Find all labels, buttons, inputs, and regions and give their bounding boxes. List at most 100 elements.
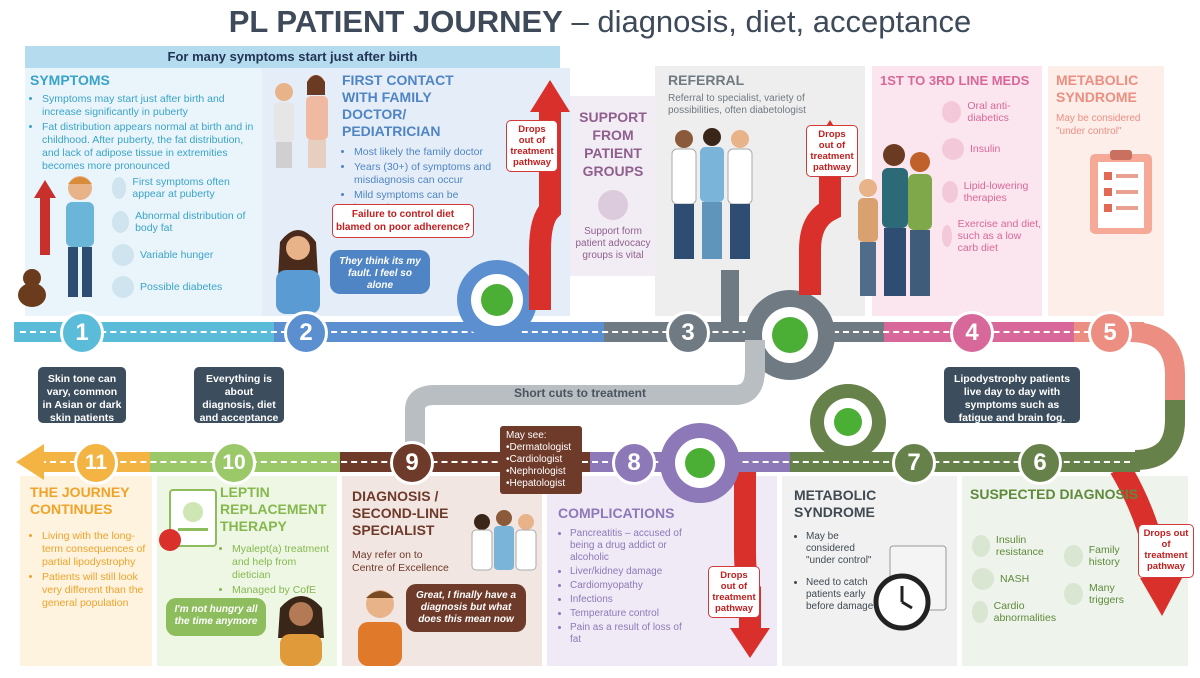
journey-content: THE JOURNEY CONTINUES Living with the lo… — [30, 484, 148, 612]
referral-content: REFERRAL Referral to specialist, variety… — [668, 72, 858, 117]
drops-label-4: Drops out of treatment pathway — [1138, 524, 1194, 578]
everything-note: Everything is about diagnosis, diet and … — [194, 367, 284, 424]
metabolic-bottom-bullet: May be considered "under control" — [806, 531, 884, 567]
roundabout-1 — [457, 260, 537, 340]
drops-label-2: Drops out of treatment pathway — [806, 125, 858, 177]
lipid-icon — [942, 181, 958, 203]
step-number-8: 8 — [612, 441, 656, 485]
doctors-illustration — [671, 128, 753, 259]
roundabout-2 — [745, 290, 835, 380]
man-illustration — [358, 590, 402, 666]
referral-heading: REFERRAL — [668, 72, 745, 88]
pills-icon — [942, 101, 962, 123]
clipboard-icon — [1090, 150, 1152, 234]
doctor-parent-illustration — [274, 75, 328, 168]
road-curve — [1129, 322, 1185, 470]
drop-arrow-1 — [529, 80, 570, 310]
meds-content: 1ST TO 3RD LINE MEDS — [880, 72, 1040, 89]
step-number-9: 9 — [390, 441, 434, 485]
symptoms-icons: First symptoms often appear at puberty A… — [112, 176, 252, 308]
step-number-7: 7 — [892, 441, 936, 485]
complication-item: Temperature control — [570, 608, 690, 620]
first-contact-heading: FIRST CONTACT WITH FAMILY DOCTOR/ PEDIAT… — [342, 72, 454, 139]
complication-item: Cardiomyopathy — [570, 580, 690, 592]
metabolic-bottom-heading: METABOLIC SYNDROME — [794, 487, 877, 520]
drops-label-3: Drops out of treatment pathway — [708, 566, 760, 618]
first-contact-bullet: Most likely the family doctor — [354, 146, 494, 159]
may-see-box: May see: •Dermatologist •Cardiologist •N… — [500, 426, 582, 494]
suspected-list-left: Insulin resistance NASH Cardio abnormali… — [972, 534, 1062, 634]
arrowhead-left — [16, 444, 44, 480]
support-text: Support form patient advocacy groups is … — [575, 226, 651, 261]
step-number-10: 10 — [212, 441, 256, 485]
heart-icon — [972, 601, 988, 623]
diagnosis-quote: Great, I finally have a diagnosis but wh… — [406, 584, 526, 632]
prescription-icon — [159, 489, 217, 551]
body-fat-icon — [112, 211, 130, 233]
leptin-bullet: Managed by CofE — [232, 584, 335, 597]
leptin-quote: I'm not hungry all the time anymore — [166, 598, 266, 636]
roundabout-3 — [660, 423, 740, 503]
road-dashes — [20, 331, 1130, 333]
clock-icon — [873, 545, 947, 631]
meds-heading: 1ST TO 3RD LINE MEDS — [880, 73, 1030, 88]
first-contact-bullet: Years (30+) of symptoms and misdiagnosis… — [354, 161, 494, 187]
diagnosis-text: May refer on to Centre of Excellence — [352, 549, 449, 574]
diagnosis-content: DIAGNOSIS / SECOND-LINE SPECIALIST May r… — [352, 488, 542, 575]
metabolic-bottom-content: METABOLIC SYNDROME May be considered "un… — [794, 487, 954, 615]
family-icon — [1064, 545, 1083, 567]
sad-woman-illustration — [276, 230, 320, 314]
exercise-icon — [942, 225, 952, 247]
complications-heading: COMPLICATIONS — [558, 505, 675, 521]
page-title: PL PATIENT JOURNEY – diagnosis, diet, ac… — [228, 4, 972, 39]
metabolic-top-content: METABOLIC SYNDROME May be considered "un… — [1056, 72, 1161, 138]
complications-content: COMPLICATIONS Pancreatitis – accused of … — [558, 505, 718, 648]
complication-item: Pancreatitis – accused of being a drug a… — [570, 528, 690, 564]
drops-label-1: Drops out of treatment pathway — [506, 120, 558, 172]
lipo-note: Lipodystrophy patients live day to day w… — [944, 367, 1080, 424]
step-number-4: 4 — [950, 311, 994, 355]
shortcut-road — [405, 270, 765, 455]
suspected-list-right: Family history Many triggers — [1064, 544, 1144, 616]
specialists-illustration — [471, 510, 537, 571]
support-content: SUPPORT FROM PATIENT GROUPS Support form… — [572, 108, 654, 262]
support-panel — [570, 96, 655, 276]
leptin-heading: LEPTIN REPLACEMENT THERAPY — [220, 484, 327, 534]
journey-bullet: Living with the long-term consequences o… — [42, 530, 148, 569]
metabolic-top-heading: METABOLIC SYNDROME — [1056, 72, 1139, 105]
adherence-warning: Failure to control diet blamed on poor a… — [332, 204, 474, 238]
journey-panel — [20, 476, 152, 666]
symptoms-content: SYMPTOMS Symptoms may start just after b… — [30, 72, 255, 175]
quote-bubble: They think its my fault. I feel so alone — [330, 250, 430, 294]
complication-item: Liver/kidney damage — [570, 566, 690, 578]
syringe-icon — [942, 138, 964, 160]
symptoms-heading: SYMPTOMS — [30, 72, 110, 88]
suspected-content: SUSPECTED DIAGNOSIS — [970, 486, 1180, 503]
family-illustration — [858, 144, 932, 296]
journey-bullet: Patients will still look very different … — [42, 571, 148, 610]
liver-icon — [972, 568, 994, 590]
support-heading: SUPPORT FROM PATIENT GROUPS — [579, 109, 647, 179]
diabetes-icon — [112, 276, 134, 298]
metabolic-top-text: May be considered "under control" — [1056, 113, 1141, 137]
step-number-1: 1 — [60, 311, 104, 355]
insulin-resistance-icon — [972, 535, 990, 557]
stomach-icon — [112, 244, 134, 266]
symptoms-bullet: Symptoms may start just after birth and … — [42, 93, 255, 119]
handshake-icon — [598, 190, 628, 220]
first-contact-content: FIRST CONTACT WITH FAMILY DOCTOR/ PEDIAT… — [342, 72, 562, 217]
skin-note: Skin tone can vary, common in Asian or d… — [38, 367, 126, 424]
leptin-bullet: Myalept(a) treatment and help from dieti… — [232, 543, 335, 582]
roundabout-4 — [810, 384, 886, 460]
step-number-3: 3 — [666, 311, 710, 355]
road-dashes-bottom — [40, 461, 1130, 463]
step-number-5: 5 — [1088, 311, 1132, 355]
suspected-heading: SUSPECTED DIAGNOSIS — [970, 486, 1139, 502]
diagnosis-heading: DIAGNOSIS / SECOND-LINE SPECIALIST — [352, 488, 449, 538]
metabolic-bottom-bullet: Need to catch patients early before dama… — [806, 577, 884, 613]
symptoms-panel — [25, 68, 262, 316]
referral-text: Referral to specialist, variety of possi… — [668, 93, 806, 116]
puberty-icon — [112, 177, 127, 199]
boy-illustration — [18, 176, 94, 307]
journey-heading: THE JOURNEY CONTINUES — [30, 484, 130, 517]
